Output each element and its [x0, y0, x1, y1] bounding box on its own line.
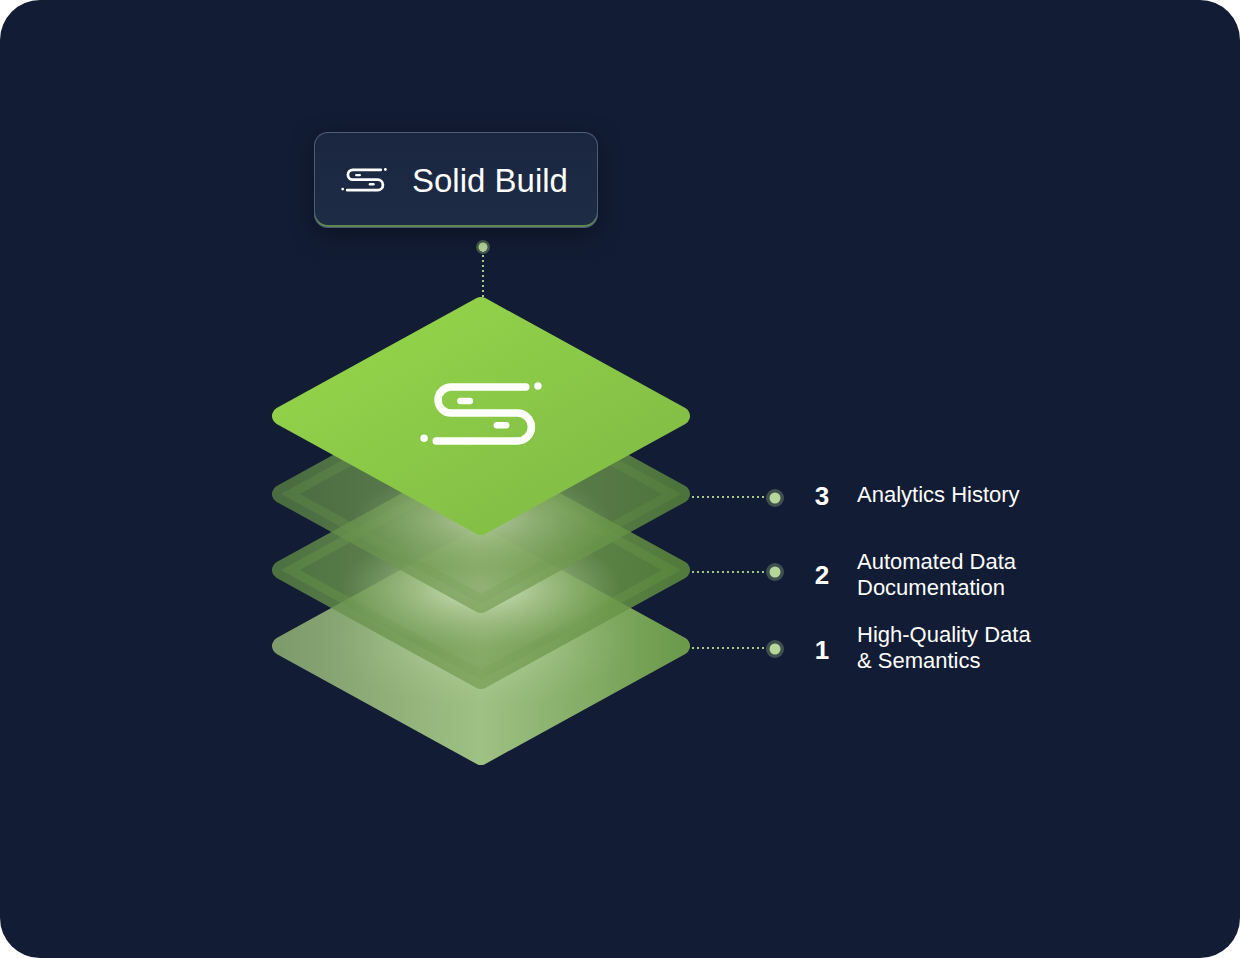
logo-icon: [336, 160, 392, 200]
layer-label: Analytics History: [857, 482, 1047, 508]
box-title: Solid Build: [412, 164, 568, 197]
callout-number: 2: [815, 562, 829, 588]
layer-label: Automated Data Documentation: [857, 549, 1047, 601]
layer-label: High-Quality Data & Semantics: [857, 622, 1047, 674]
callout-number: 1: [815, 637, 829, 663]
callout-number: 3: [815, 483, 829, 509]
product-box: Solid Build: [314, 132, 598, 228]
